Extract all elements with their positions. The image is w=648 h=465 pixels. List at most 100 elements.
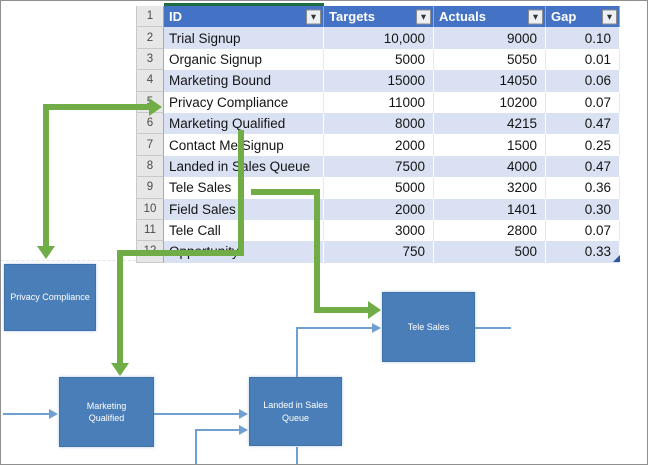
cell-gap[interactable]: 0.06 [546,70,620,92]
flowchart-box-marketing-qualified[interactable]: Marketing Qualified [59,377,154,447]
cell-actuals[interactable]: 2800 [434,219,546,242]
cell-targets[interactable]: 8000 [324,112,434,135]
green-arrow-ts-horizontal-b[interactable] [314,307,369,313]
flowchart-box-label: Privacy Compliance [10,292,90,303]
filter-dropdown-icon[interactable]: ▾ [528,9,543,25]
cell-targets[interactable]: 11000 [324,91,434,113]
cell-actuals[interactable]: 10200 [434,91,546,113]
cell-targets[interactable]: 2000 [324,134,434,156]
connector-mq-to-lsq[interactable] [154,413,239,415]
filter-dropdown-icon[interactable]: ▾ [416,9,431,25]
cell-id[interactable]: Organic Signup [164,48,324,71]
cell-actuals[interactable]: 14050 [434,70,546,92]
green-arrow-mq-vertical-b[interactable] [117,250,123,363]
cell-targets[interactable]: 750 [324,241,434,263]
green-arrow-privacy-vertical[interactable] [43,104,49,246]
green-arrow-ts-horizontal-a[interactable] [251,189,320,195]
cell-gap[interactable]: 0.07 [546,91,620,113]
connector-arrowhead-icon [49,409,58,419]
row-number[interactable]: 6 [136,112,164,135]
cell-gap[interactable]: 0.36 [546,177,620,199]
row-number[interactable]: 11 [136,219,164,242]
connector-bottom-to-lsq-horizontal[interactable] [195,429,239,431]
cell-actuals[interactable]: 4215 [434,112,546,135]
cell-id[interactable]: Marketing Bound [164,70,324,92]
green-arrow-ts-vertical[interactable] [314,189,320,313]
table-row: 8 Landed in Sales Queue 7500 4000 0.47 [136,155,620,178]
connector-lsq-to-ts-horizontal[interactable] [296,327,373,329]
cell-gap[interactable]: 0.47 [546,112,620,135]
row-number[interactable]: 10 [136,198,164,220]
row-number[interactable]: 2 [136,27,164,49]
cell-id[interactable]: Trial Signup [164,27,324,49]
cell-targets[interactable]: 3000 [324,219,434,242]
flowchart-box-privacy-compliance[interactable]: Privacy Compliance [4,264,96,331]
cell-id[interactable]: Privacy Compliance [164,91,324,113]
cell-id[interactable]: Marketing Qualified [164,112,324,135]
cell-gap[interactable]: 0.47 [546,155,620,178]
table-row: 6 Marketing Qualified 8000 4215 0.47 [136,112,620,135]
cell-id[interactable]: Tele Sales [164,177,324,199]
cell-targets[interactable]: 5000 [324,48,434,71]
cell-actuals[interactable]: 3200 [434,177,546,199]
cell-targets[interactable]: 5000 [324,177,434,199]
row-number[interactable]: 7 [136,134,164,156]
green-arrow-mq-horizontal[interactable] [117,250,244,256]
cell-targets[interactable]: 15000 [324,70,434,92]
filter-dropdown-icon[interactable]: ▾ [306,9,321,25]
column-header-gap[interactable]: Gap ▾ [546,6,620,28]
connector-below-lsq[interactable] [296,447,298,464]
cell-id[interactable]: Tele Call [164,219,324,242]
connector-bottom-to-lsq-vertical[interactable] [195,429,197,464]
cell-gap[interactable]: 0.10 [546,27,620,49]
flowchart-box-label: Marketing Qualified [86,400,127,423]
cell-actuals[interactable]: 4000 [434,155,546,178]
row-number[interactable]: 1 [136,6,164,28]
cell-gap[interactable]: 0.25 [546,134,620,156]
table-header-row: 1 ID ▾ Targets ▾ Actuals ▾ Gap ▾ [136,6,620,28]
table-row: 10 Field Sales 2000 1401 0.30 [136,198,620,220]
table-row: 4 Marketing Bound 15000 14050 0.06 [136,70,620,92]
table-row: 2 Trial Signup 10,000 9000 0.10 [136,27,620,49]
row-number[interactable]: 4 [136,70,164,92]
row-number[interactable]: 9 [136,177,164,199]
connector-into-marketing-qualified[interactable] [3,413,50,415]
cell-targets[interactable]: 10,000 [324,27,434,49]
green-arrowhead-icon [149,98,162,116]
cell-targets[interactable]: 7500 [324,155,434,178]
cell-actuals[interactable]: 1401 [434,198,546,220]
flowchart-box-landed-in-sales-queue[interactable]: Landed in Sales Queue [249,377,342,446]
cell-gap[interactable]: 0.07 [546,219,620,242]
green-arrow-privacy-horizontal[interactable] [43,104,151,110]
cell-gap[interactable]: 0.33 [546,241,620,263]
cell-actuals[interactable]: 5050 [434,48,546,71]
column-header-id[interactable]: ID ▾ [164,6,324,28]
filter-dropdown-icon[interactable]: ▾ [602,9,617,25]
connector-arrowhead-icon [239,409,248,419]
cell-actuals[interactable]: 9000 [434,27,546,49]
cell-targets[interactable]: 2000 [324,198,434,220]
connector-out-of-tele-sales[interactable] [475,327,511,329]
spreadsheet-table: 1 ID ▾ Targets ▾ Actuals ▾ Gap ▾ 2 Trial… [136,6,620,263]
cell-id[interactable]: Contact Me Signup [164,134,324,156]
cell-gap[interactable]: 0.30 [546,198,620,220]
connector-lsq-to-ts-vertical[interactable] [296,328,298,377]
green-arrowhead-icon [111,363,129,376]
column-header-targets[interactable]: Targets ▾ [324,6,434,28]
cell-gap[interactable]: 0.01 [546,48,620,71]
cell-actuals[interactable]: 500 [434,241,546,263]
table-row: 3 Organic Signup 5000 5050 0.01 [136,48,620,71]
flowchart-box-label: Tele Sales [407,321,450,332]
flowchart-box-tele-sales[interactable]: Tele Sales [382,292,475,362]
cell-actuals[interactable]: 1500 [434,134,546,156]
cell-id[interactable]: Landed in Sales Queue [164,155,324,178]
cell-id[interactable]: Field Sales [164,198,324,220]
table-row: 7 Contact Me Signup 2000 1500 0.25 [136,134,620,156]
table-resize-handle[interactable] [613,255,620,262]
column-header-actuals[interactable]: Actuals ▾ [434,6,546,28]
row-number[interactable]: 8 [136,155,164,178]
green-arrow-mq-vertical-a[interactable] [238,130,244,254]
connector-arrowhead-icon [372,323,381,333]
row-number[interactable]: 3 [136,48,164,71]
